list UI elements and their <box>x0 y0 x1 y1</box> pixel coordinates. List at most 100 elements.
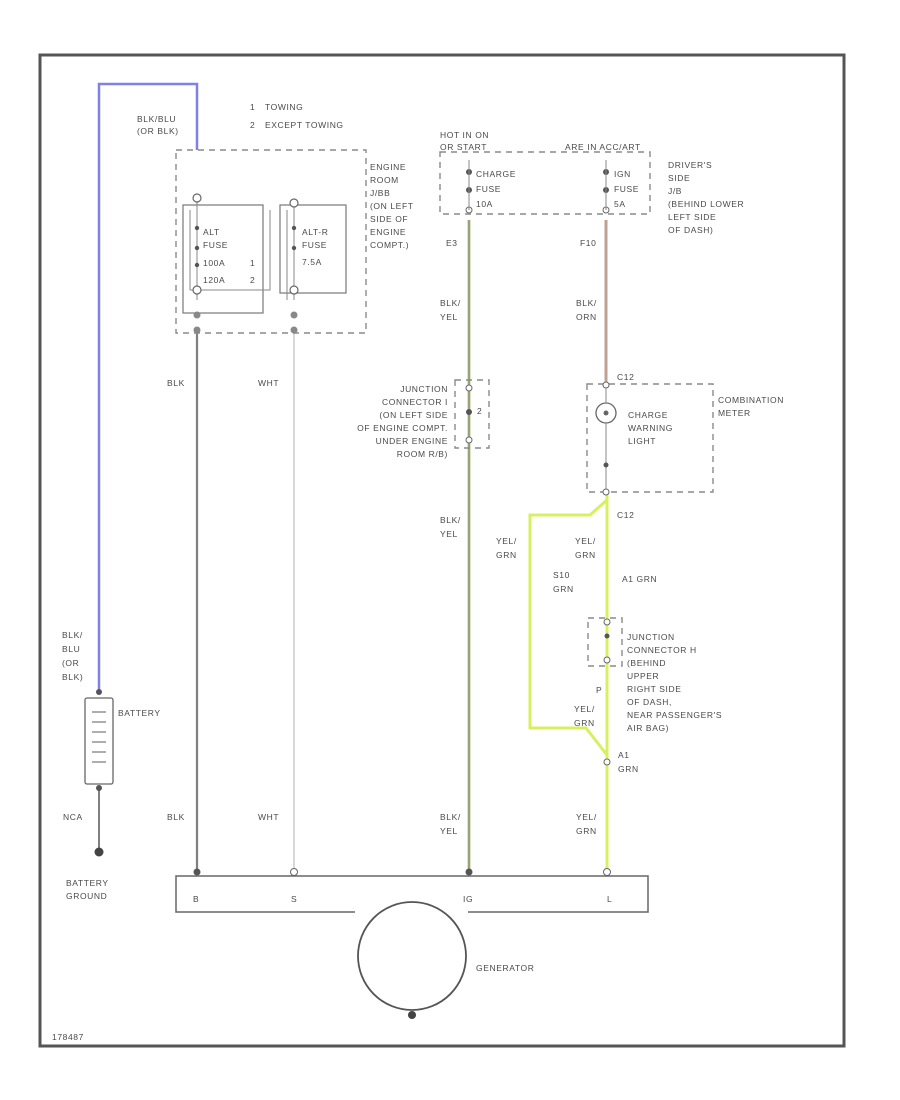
yel-grn-mid-label-b: GRN <box>575 550 596 560</box>
connector-e3-label: E3 <box>446 238 458 248</box>
wht-mid-label: WHT <box>258 378 279 388</box>
alt-fuse-label-1: ALT <box>203 227 220 237</box>
junction-h-pin: P <box>596 685 602 695</box>
junction-h-label-7: NEAR PASSENGER'S <box>627 710 722 720</box>
blk-yel-label-2b: YEL <box>440 529 458 539</box>
alt-fuse-label-3: 100A <box>203 258 225 268</box>
junction-connector-h-box <box>587 617 623 667</box>
battery-cells <box>92 711 106 763</box>
drivers-jb-label-2: SIDE <box>668 173 690 183</box>
altr-fuse-terminal-bottom <box>289 285 299 295</box>
altr-fuse-terminal-top <box>289 198 299 208</box>
ign-fuse-label-3: 5A <box>614 199 626 209</box>
battery-positive-wire-blu <box>97 82 199 690</box>
hot-in-on-label-1: HOT IN ON <box>440 130 489 140</box>
generator-ground-point <box>408 1011 416 1019</box>
battery-ground-label-2: GROUND <box>66 891 107 901</box>
charge-warning-label-2: WARNING <box>628 423 673 433</box>
yel-grn-left-label-b: GRN <box>496 550 517 560</box>
figure-id: 178487 <box>52 1032 84 1042</box>
blk-blu-battery-label-1: BLK/ <box>62 630 83 640</box>
engine-room-jbb-label-4: (ON LEFT <box>370 201 414 211</box>
junction-i-label-4: OF ENGINE COMPT. <box>357 423 448 433</box>
junction-h-label-4: UPPER <box>627 671 659 681</box>
a1-grn-2-label-a: A1 <box>618 750 630 760</box>
generator-symbol <box>357 901 467 1011</box>
drivers-jb-label-4: (BEHIND LOWER <box>668 199 744 209</box>
junction-i-label-5: UNDER ENGINE <box>376 436 448 446</box>
yel-grn-low-label-a: YEL/ <box>576 812 597 822</box>
terminal-ig: IG <box>463 894 473 904</box>
drivers-jb-label-1: DRIVER'S <box>668 160 712 170</box>
yel-grn-lower-label-b: GRN <box>574 718 595 728</box>
battery-ground-point <box>94 847 104 857</box>
blk-blu-battery-label-3: (OR <box>62 658 79 668</box>
blk-orn-label-a: BLK/ <box>576 298 597 308</box>
engine-room-jbb-label-3: J/BB <box>370 188 390 198</box>
alt-fuse-label-4: 120A <box>203 275 225 285</box>
drivers-jb-label-5: LEFT SIDE <box>668 212 716 222</box>
alt-fuse-terminal-top <box>192 193 202 203</box>
charge-fuse-label-3: 10A <box>476 199 493 209</box>
diagram-frame <box>38 53 846 1048</box>
junction-h-label-1: JUNCTION <box>627 632 675 642</box>
engine-room-jbb-label-2: ROOM <box>370 175 399 185</box>
alt-fuse-inner-box <box>182 204 264 314</box>
blk-yel-label-1b: YEL <box>440 312 458 322</box>
blk-orn-label-b: ORN <box>576 312 597 322</box>
wire-yel-grn-branch <box>528 498 609 756</box>
junction-h-label-5: RIGHT SIDE <box>627 684 682 694</box>
battery-label: BATTERY <box>118 708 161 718</box>
yel-grn-left-label-a: YEL/ <box>496 536 517 546</box>
junction-i-label-6: ROOM R/B) <box>397 449 448 459</box>
blk-yel-label-1a: BLK/ <box>440 298 461 308</box>
blkblu-top-label-2: (OR BLK) <box>137 126 179 136</box>
s10-grn-label-b: GRN <box>553 584 574 594</box>
legend-number-1: 1 <box>250 102 255 112</box>
blk-yel-label-2a: BLK/ <box>440 515 461 525</box>
alt-fuse-num-1: 1 <box>250 258 255 268</box>
ign-fuse-label-1: IGN <box>614 169 631 179</box>
junction-connector-i-box <box>454 379 490 449</box>
engine-room-jbb-label-6: ENGINE <box>370 227 406 237</box>
blk-low-label: BLK <box>167 812 185 822</box>
s10-grn-label-a: S10 <box>553 570 570 580</box>
generator-label: GENERATOR <box>476 963 534 973</box>
yel-grn-lower-label-a: YEL/ <box>574 704 595 714</box>
a1-grn-2-label-b: GRN <box>618 764 639 774</box>
ign-fuse-label-2: FUSE <box>614 184 639 194</box>
hot-acc-label: ARE IN ACC/ART <box>565 142 641 152</box>
blk-blu-battery-label-4: BLK) <box>62 672 83 682</box>
battery-ground-label-1: BATTERY <box>66 878 109 888</box>
blk-mid-label: BLK <box>167 378 185 388</box>
junction-i-label-3: (ON LEFT SIDE <box>379 410 448 420</box>
junction-h-label-6: OF DASH, <box>627 697 672 707</box>
junction-h-label-3: (BEHIND <box>627 658 666 668</box>
combination-meter-box <box>586 383 714 493</box>
altr-fuse-label-3: 7.5A <box>302 257 322 267</box>
engine-room-jbb-label-5: SIDE OF <box>370 214 408 224</box>
terminal-l: L <box>607 894 612 904</box>
alt-fuse-num-2: 2 <box>250 275 255 285</box>
c12-top-label: C12 <box>617 372 634 382</box>
combination-meter-label-2: METER <box>718 408 751 418</box>
junction-h-label-8: AIR BAG) <box>627 723 669 733</box>
hot-in-on-label-2: OR START <box>440 142 487 152</box>
terminal-s: S <box>291 894 297 904</box>
junction-i-label-2: CONNECTOR I <box>382 397 448 407</box>
wht-low-label: WHT <box>258 812 279 822</box>
connector-f10-label: F10 <box>580 238 596 248</box>
combination-meter-label-1: COMBINATION <box>718 395 784 405</box>
yel-grn-mid-label-a: YEL/ <box>575 536 596 546</box>
engine-room-jbb-label-1: ENGINE <box>370 162 406 172</box>
altr-fuse-label-1: ALT-R <box>302 227 328 237</box>
alt-fuse-label-2: FUSE <box>203 240 228 250</box>
junction-i-pin: 2 <box>477 406 482 416</box>
charge-warning-label-3: LIGHT <box>628 436 656 446</box>
altr-fuse-label-2: FUSE <box>302 240 327 250</box>
blk-yel-low-label-b: YEL <box>440 826 458 836</box>
junction-h-label-2: CONNECTOR H <box>627 645 697 655</box>
legend-number-2: 2 <box>250 120 255 130</box>
dash-fuse-box <box>439 151 651 215</box>
legend-except-towing: EXCEPT TOWING <box>265 120 344 130</box>
